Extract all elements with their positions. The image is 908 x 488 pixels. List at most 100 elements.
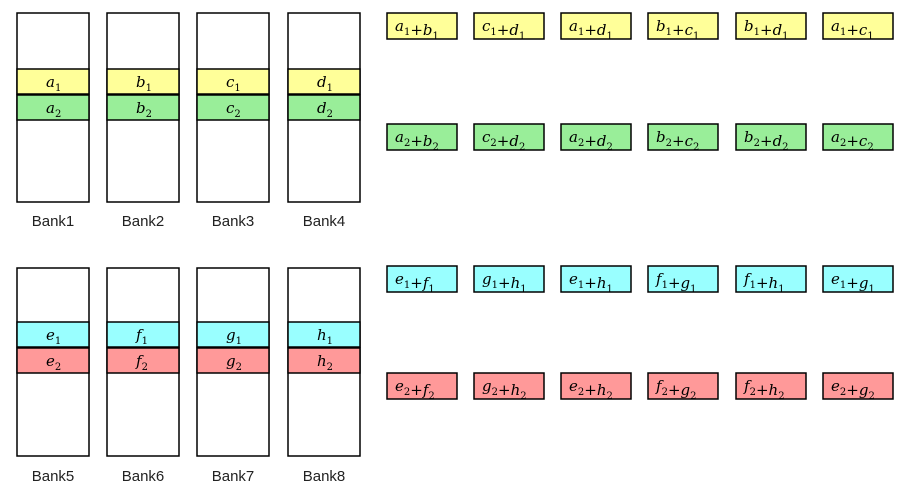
bank-cell	[16, 347, 90, 374]
bank-cell-label: d1	[317, 73, 333, 94]
bank-cell	[287, 347, 361, 374]
bank-cell-label: e2	[46, 352, 61, 373]
sum-expression: a1+d1	[569, 17, 613, 42]
sum-row-2: a2+b2 c2+d2 a2+d2 b2+c2 b2+d2 a2+c2	[386, 123, 894, 153]
bank-cell	[106, 68, 180, 95]
bank-cell	[287, 94, 361, 121]
sum-expression: c1+d1	[482, 17, 525, 42]
sum-box	[386, 12, 458, 40]
sum-expression: e2+h2	[569, 377, 613, 402]
bank-label: Bank5	[32, 468, 75, 485]
bank-label: Bank7	[212, 468, 255, 485]
sum-expression: a2+c2	[831, 128, 874, 153]
sum-expression: a2+b2	[395, 128, 439, 153]
bank-cell	[196, 321, 270, 348]
sum-expression: c2+d2	[482, 128, 525, 153]
sum-box	[735, 372, 807, 400]
bank-cell-label: b2	[136, 99, 152, 120]
bank-label: Bank6	[122, 468, 165, 485]
bank-cell	[16, 68, 90, 95]
bank-label: Bank8	[303, 468, 346, 485]
bank-label: Bank2	[122, 213, 165, 230]
sum-expression: e2+f2	[395, 377, 435, 402]
sum-box	[386, 265, 458, 293]
bank-cell-label: a2	[46, 99, 61, 120]
sum-expression: e1+h1	[569, 270, 613, 295]
sum-box	[560, 123, 632, 151]
sum-box	[386, 123, 458, 151]
bank-label: Bank4	[303, 213, 346, 230]
sum-box	[735, 12, 807, 40]
sum-box	[473, 12, 545, 40]
sum-expression: e1+f1	[395, 270, 435, 295]
bank-cell-label: f2	[135, 352, 148, 373]
sum-box	[473, 123, 545, 151]
sum-expression: f2+g2	[655, 377, 697, 402]
bank-cell-label: h1	[317, 326, 333, 347]
bank-cell	[16, 321, 90, 348]
sum-box	[473, 265, 545, 293]
sum-expression: b2+c2	[656, 128, 699, 153]
sum-expression: g1+h1	[482, 270, 527, 295]
sum-expression: g2+h2	[482, 377, 527, 402]
sum-row-1: a1+b1 c1+d1 a1+d1 b1+c1 b1+d1 a1+c1	[386, 12, 894, 42]
bank-cell	[16, 94, 90, 121]
bank-cell	[196, 347, 270, 374]
bank-cell	[106, 347, 180, 374]
sum-expression: f1+g1	[655, 270, 697, 295]
sum-box	[473, 372, 545, 400]
sum-box	[560, 12, 632, 40]
sum-expression: f1+h1	[743, 270, 785, 295]
sum-box	[560, 372, 632, 400]
bank-label: Bank1	[32, 213, 75, 230]
sum-expression: e1+g1	[831, 270, 875, 295]
bank-cell-label: f1	[135, 326, 148, 347]
bank-cell	[287, 68, 361, 95]
sum-expression: a2+d2	[569, 128, 613, 153]
sum-row-3: e1+f1 g1+h1 e1+h1 f1+g1 f1+h1 e1+g1	[386, 265, 894, 295]
bank-cell-label: b1	[136, 73, 152, 94]
bank-cell-label: g2	[226, 352, 242, 373]
sum-expression: f2+h2	[743, 377, 785, 402]
sum-box	[735, 123, 807, 151]
bank-cell	[196, 68, 270, 95]
sum-box	[647, 372, 719, 400]
bank-cell-label: c2	[226, 99, 241, 120]
sum-box	[822, 265, 894, 293]
sum-expression: b2+d2	[744, 128, 789, 153]
sum-expression: a1+c1	[831, 17, 874, 42]
sum-box	[647, 123, 719, 151]
bank-cell-label: e1	[46, 326, 61, 347]
sum-box	[735, 265, 807, 293]
bank-cell-label: h2	[317, 352, 333, 373]
bank-cell-label: g1	[226, 326, 242, 347]
bank-label: Bank3	[212, 213, 255, 230]
sum-expression: b1+c1	[656, 17, 699, 42]
bank-cell-label: d2	[317, 99, 333, 120]
bank-cell	[287, 321, 361, 348]
sum-box	[386, 372, 458, 400]
sum-expression: e2+g2	[831, 377, 875, 402]
bank-cell	[106, 321, 180, 348]
sum-expression: b1+d1	[744, 17, 789, 42]
sum-box	[822, 12, 894, 40]
sum-box	[647, 12, 719, 40]
bank-cell-label: c1	[226, 73, 241, 94]
sum-box	[560, 265, 632, 293]
sum-box	[647, 265, 719, 293]
sum-expression: a1+b1	[395, 17, 439, 42]
bank-cell-label: a1	[46, 73, 61, 94]
sum-row-4: e2+f2 g2+h2 e2+h2 f2+g2 f2+h2 e2+g2	[386, 372, 894, 402]
sum-box	[822, 123, 894, 151]
sum-box	[822, 372, 894, 400]
bank-cell	[196, 94, 270, 121]
